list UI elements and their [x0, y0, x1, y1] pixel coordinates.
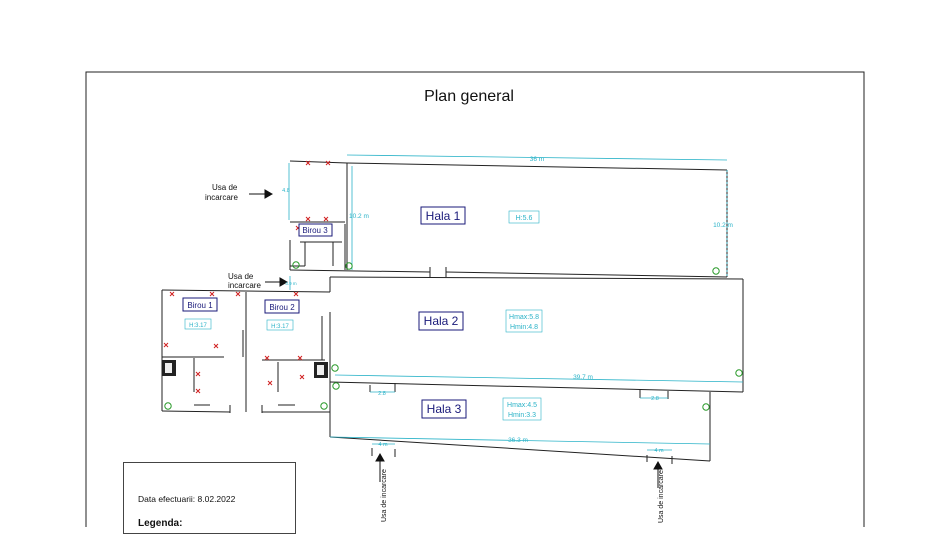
- birou-1-height: H:3.17: [189, 323, 207, 329]
- hydrant-circles: [164, 261, 743, 411]
- dim-2-8-right: 2.8: [651, 396, 659, 402]
- hala-2-hmax: Hmax:5.8: [509, 314, 539, 321]
- hala-2: [329, 276, 744, 393]
- usa-1-dim: 4.8: [282, 188, 290, 194]
- usa-2-line1: Usa de: [228, 272, 254, 281]
- hala-2-hmin: Hmin:4.8: [510, 324, 538, 331]
- hala-1-width-left: 10.2 m: [349, 213, 369, 220]
- birou-2-height: H:3.17: [271, 324, 289, 330]
- plan-title: Plan general: [424, 88, 514, 105]
- hala-3-hmin: Hmin:3.3: [508, 412, 536, 419]
- usa-2-line2: incarcare: [228, 281, 261, 290]
- hala-3-label: Hala 3: [427, 402, 462, 416]
- hala-3-hmax: Hmax:4.5: [507, 402, 537, 409]
- birou-2-label: Birou 2: [269, 303, 295, 312]
- birou-1-label: Birou 1: [187, 301, 213, 310]
- birou-3-label: Birou 3: [302, 226, 328, 235]
- date-label: Data efectuarii: 8.02.2022: [138, 494, 236, 504]
- info-box: Data efectuarii: 8.02.2022 Legenda:: [123, 462, 296, 534]
- stair-blocks: [162, 360, 328, 378]
- usa-2-dim: 3.9 m: [285, 281, 297, 286]
- fire-markers: [163, 160, 331, 394]
- dim-2-8-left: 2.8: [378, 391, 386, 397]
- offices-block: [161, 289, 331, 413]
- dim-4m-left: 4 m: [378, 442, 388, 448]
- dimension-labels: 36 m 10.2 m 10.2 m 39.7 m 36.3 m 2.8 2.8…: [282, 156, 733, 454]
- sheet-frame: [85, 71, 865, 534]
- legend-label: Legenda:: [138, 518, 183, 529]
- usa-1-line1: Usa de: [212, 183, 238, 192]
- dimension-lines: [288, 154, 744, 451]
- hala-1-width-right: 10.2 m: [713, 222, 733, 229]
- usa-1-line2: incarcare: [205, 193, 238, 202]
- usa-4-label: Usa de incarcare: [658, 470, 665, 523]
- door-arrows: [249, 189, 663, 488]
- hala-3-length: 36.3 m: [508, 437, 528, 444]
- dim-4m-right: 4 m: [654, 448, 664, 454]
- usa-3-label: Usa de incarcare: [381, 469, 388, 522]
- hala-1-height: H:5.6: [516, 215, 533, 222]
- hala-2-length: 39.7 m: [573, 374, 593, 381]
- hala-2-label: Hala 2: [424, 314, 459, 328]
- hala-1-label: Hala 1: [426, 209, 461, 223]
- room-labels: Hala 1 H:5.6 Hala 2 Hmax:5.8 Hmin:4.8 Ha…: [182, 206, 543, 421]
- hala-1-length: 36 m: [530, 156, 544, 163]
- door-labels: Usa de incarcare Usa de incarcare Usa de…: [205, 183, 665, 523]
- hala-3: [329, 382, 711, 464]
